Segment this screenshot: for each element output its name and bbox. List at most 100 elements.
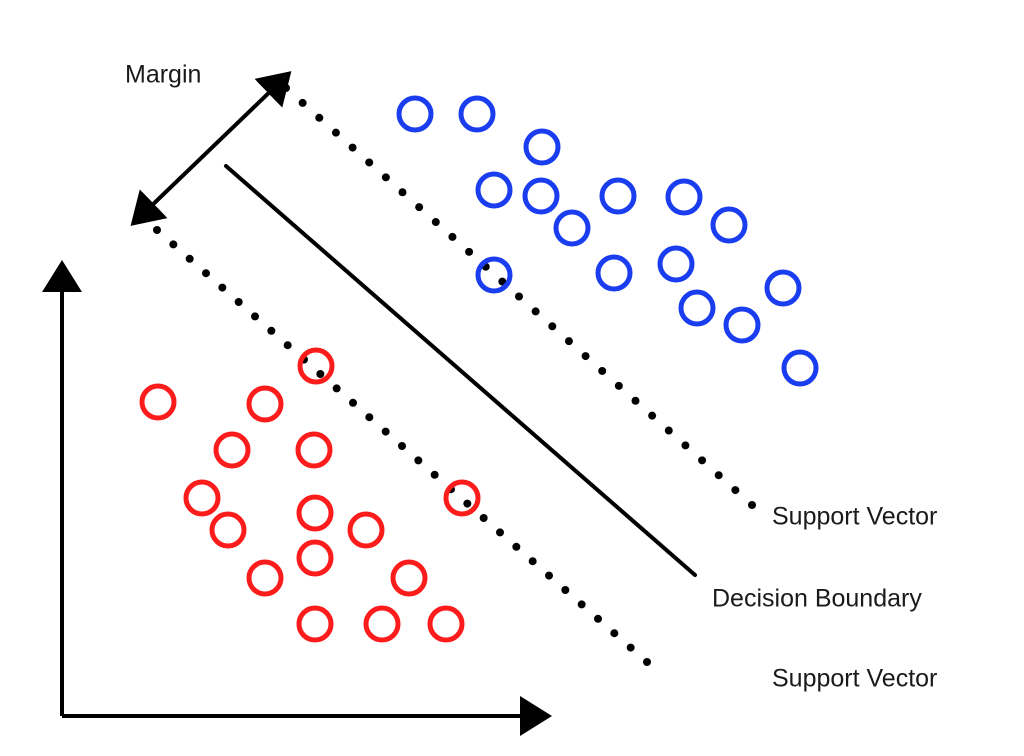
margin-dot xyxy=(169,240,178,249)
margin-dot xyxy=(349,398,357,407)
margin-dot xyxy=(512,542,521,551)
margin-dot xyxy=(316,370,325,378)
data-point-class-b xyxy=(296,539,334,577)
data-point-class-a xyxy=(665,178,703,216)
support-vector-bottom-label: Support Vector xyxy=(772,665,937,693)
margin-dot xyxy=(202,269,210,278)
margin-dot xyxy=(251,312,259,321)
margin-dot xyxy=(381,173,390,182)
data-point-class-b xyxy=(246,385,284,423)
margin-dot xyxy=(564,337,573,346)
margin-dot xyxy=(479,514,488,522)
margin-dot xyxy=(731,486,740,495)
margin-dot xyxy=(218,283,227,292)
margin-dot xyxy=(298,98,307,107)
margin-dot xyxy=(365,413,374,422)
data-point-class-b xyxy=(296,494,334,532)
support-vector-top-label: Support Vector xyxy=(772,503,937,531)
margin-dot xyxy=(626,643,635,652)
data-point-class-a xyxy=(458,95,496,133)
margin-dot xyxy=(331,128,340,137)
margin-dot xyxy=(515,292,523,301)
data-point-class-b xyxy=(295,431,333,469)
margin-dot xyxy=(643,658,651,666)
margin-dot xyxy=(698,456,707,465)
margin-arrow xyxy=(130,71,292,226)
data-point-class-b xyxy=(246,559,284,597)
lower-margin-dotted-line xyxy=(153,226,651,666)
margin-dot xyxy=(664,426,673,435)
margin-dot xyxy=(381,427,390,436)
data-point-class-b xyxy=(390,559,428,597)
margin-dot xyxy=(498,277,507,286)
margin-dot xyxy=(315,113,324,122)
blue-class-points-group xyxy=(396,95,819,387)
margin-dot xyxy=(610,629,619,638)
margin-dot xyxy=(234,298,243,306)
data-point-class-a xyxy=(764,269,802,307)
data-point-class-b xyxy=(139,383,177,421)
margin-dot xyxy=(185,254,194,263)
data-point-class-a xyxy=(523,128,561,166)
margin-dot xyxy=(267,326,276,335)
margin-dot xyxy=(496,528,504,537)
data-point-class-a xyxy=(396,95,434,133)
data-point-class-b xyxy=(213,431,251,469)
margin-dot xyxy=(332,384,341,393)
margin-dot xyxy=(448,232,457,241)
data-point-class-a xyxy=(781,349,819,387)
data-point-class-a xyxy=(723,306,761,344)
decision-boundary-line xyxy=(224,164,697,577)
margin-dot xyxy=(398,188,407,197)
margin-label: Margin xyxy=(125,61,201,89)
margin-dot xyxy=(648,411,657,420)
axes-group xyxy=(42,260,552,736)
margin-dot xyxy=(614,381,623,390)
margin-dot xyxy=(598,366,607,375)
data-point-class-a xyxy=(553,209,591,247)
data-point-class-b xyxy=(296,605,334,643)
margin-dot xyxy=(430,470,439,479)
margin-dot xyxy=(282,84,290,92)
data-point-class-a xyxy=(522,177,560,215)
margin-dot xyxy=(414,456,423,465)
data-point-class-a xyxy=(475,256,513,294)
data-point-class-a xyxy=(710,206,748,244)
data-point-class-b xyxy=(209,511,247,549)
margin-dot xyxy=(365,158,374,167)
margin-dot xyxy=(594,614,602,623)
margin-dot xyxy=(398,442,406,450)
margin-dot xyxy=(681,441,690,450)
data-point-class-b xyxy=(347,511,385,549)
upper-margin-dotted-line xyxy=(282,84,756,509)
data-point-class-a xyxy=(657,245,695,283)
margin-dot xyxy=(465,247,474,256)
data-point-class-b xyxy=(297,347,335,385)
data-point-class-a xyxy=(678,289,716,327)
margin-dot xyxy=(283,341,292,350)
margin-dot xyxy=(577,600,586,609)
margin-dot xyxy=(463,499,472,508)
margin-dot xyxy=(153,226,161,234)
data-point-class-a xyxy=(475,171,513,209)
margin-dot xyxy=(581,352,590,361)
margin-dot xyxy=(548,322,557,331)
decision-boundary-label: Decision Boundary xyxy=(712,585,922,613)
data-point-class-a xyxy=(599,177,637,215)
data-point-class-a xyxy=(595,254,633,292)
support-vector-lines-group xyxy=(153,84,756,666)
data-point-class-b xyxy=(363,605,401,643)
margin-dot xyxy=(545,571,553,580)
margin-dot xyxy=(714,471,723,480)
data-point-class-b xyxy=(183,479,221,517)
margin-dot xyxy=(748,501,756,509)
margin-dot xyxy=(348,143,357,152)
data-point-class-b xyxy=(443,479,481,517)
margin-dot xyxy=(561,586,570,594)
margin-dot xyxy=(415,203,424,212)
margin-dot xyxy=(631,396,640,405)
margin-dot xyxy=(431,218,440,227)
margin-dot xyxy=(531,307,540,316)
